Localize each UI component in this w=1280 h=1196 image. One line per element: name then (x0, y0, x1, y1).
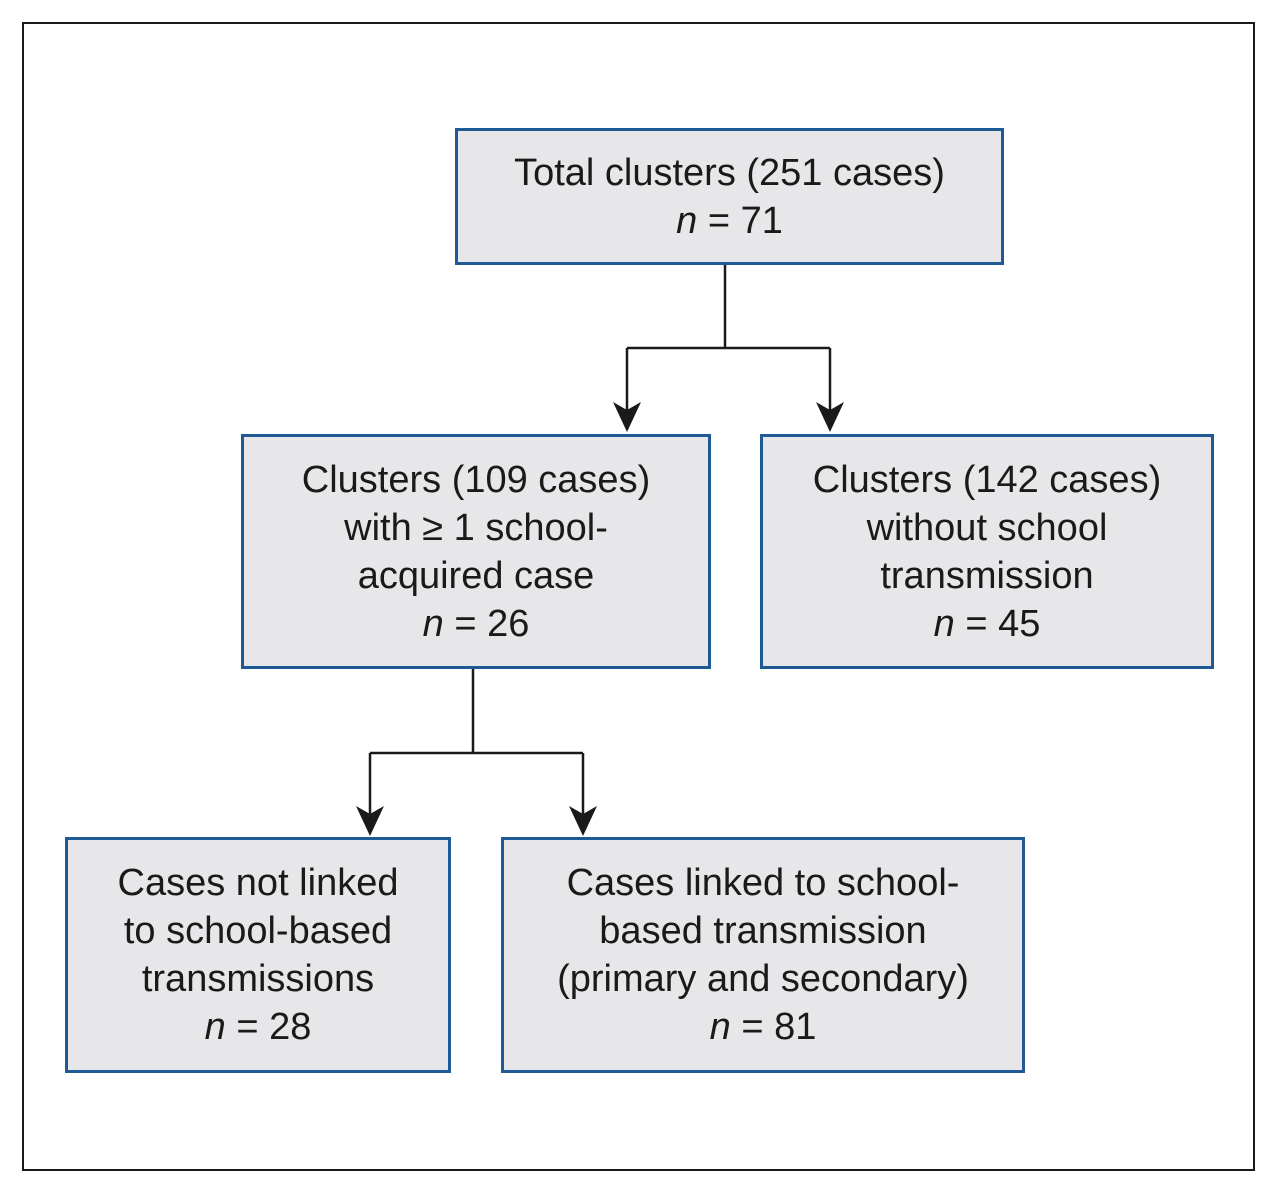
box-count: n = 45 (934, 600, 1041, 648)
count-value: = 81 (741, 1006, 817, 1048)
count-value: = 45 (965, 602, 1041, 645)
box-text-line: without school (866, 506, 1108, 549)
box-text-line: Clusters (142 cases) (812, 458, 1162, 501)
with-school-case-box: Clusters (109 cases) with ≥ 1 school- ac… (241, 434, 711, 669)
box-text-line: Clusters (109 cases) (301, 458, 651, 501)
box-count: n = 81 (710, 1003, 817, 1051)
count-value: = 26 (454, 602, 530, 645)
cases-not-linked-box: Cases not linked to school-based transmi… (65, 837, 451, 1073)
box-text-line: transmission (880, 554, 1094, 597)
arrowhead-not-linked (356, 806, 384, 836)
figure-frame (22, 22, 1255, 1171)
box-text-line: Total clusters (251 cases) (514, 151, 945, 194)
n-symbol: n (676, 199, 698, 242)
box-text-line: Cases not linked (117, 862, 399, 904)
box-text-line: to school-based (123, 910, 393, 952)
n-symbol: n (933, 602, 955, 645)
count-value: = 28 (236, 1006, 312, 1048)
arrowhead-linked (569, 806, 597, 836)
total-clusters-box: Total clusters (251 cases) n = 71 (455, 128, 1004, 265)
box-text-line: Cases linked to school- (566, 862, 960, 904)
box-text-line: transmissions (141, 958, 375, 1000)
cases-linked-box: Cases linked to school- based transmissi… (501, 837, 1025, 1073)
n-symbol: n (204, 1006, 226, 1048)
without-school-transmission-box: Clusters (142 cases) without school tran… (760, 434, 1214, 669)
box-text-line: based transmission (599, 910, 927, 952)
box-text-line: with ≥ 1 school- (344, 506, 608, 549)
count-value: = 71 (707, 199, 783, 242)
n-symbol: n (422, 602, 444, 645)
box-count: n = 28 (205, 1003, 312, 1051)
box-count: n = 26 (423, 600, 530, 648)
n-symbol: n (709, 1006, 731, 1048)
box-count: n = 71 (676, 197, 783, 245)
box-text-line: (primary and secondary) (557, 958, 969, 1000)
arrowhead-without-school (816, 402, 844, 432)
box-text-line: acquired case (357, 554, 595, 597)
arrowhead-with-school (613, 402, 641, 432)
